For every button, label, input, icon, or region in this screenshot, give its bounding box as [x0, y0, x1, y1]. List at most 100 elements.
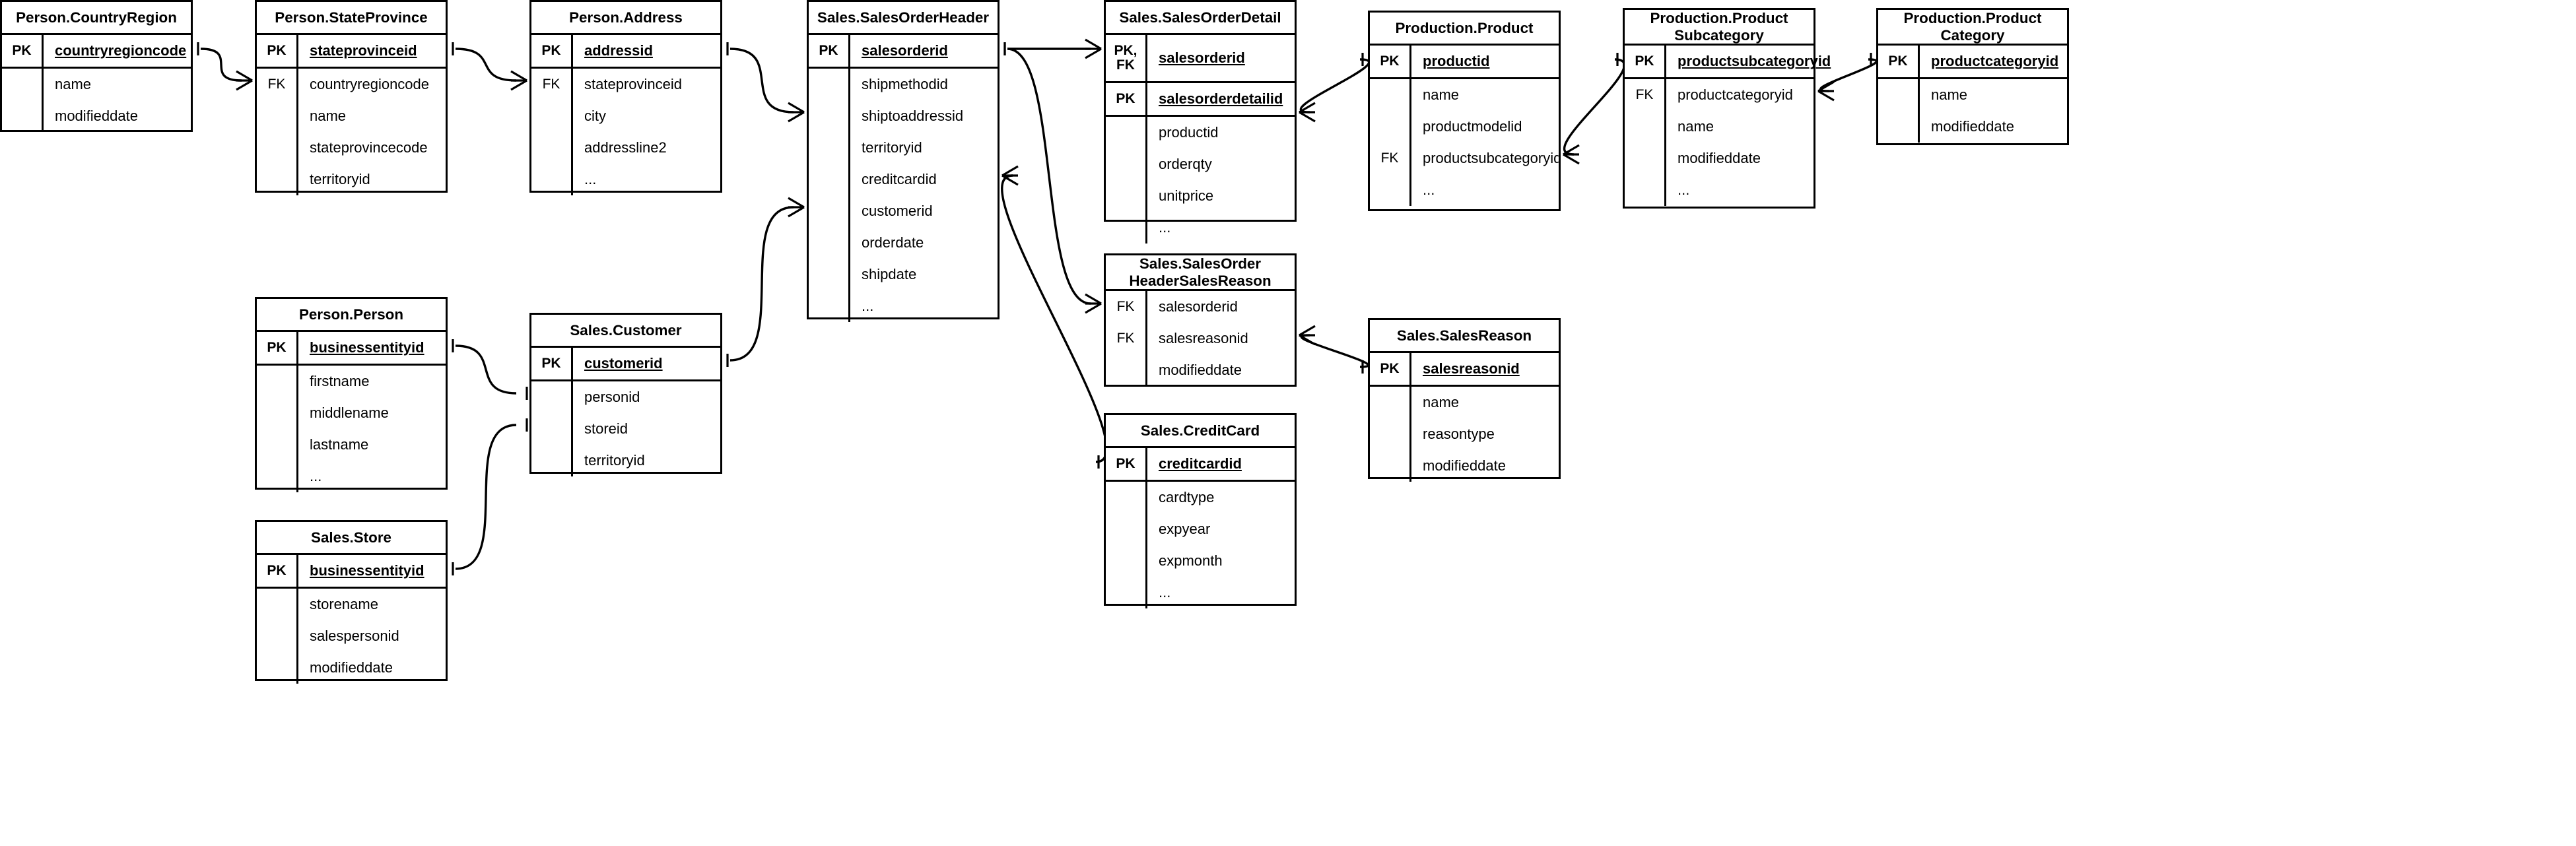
- attribute-row[interactable]: orderdate: [809, 227, 998, 259]
- attribute-row[interactable]: name: [1625, 111, 1813, 143]
- attribute-row[interactable]: modifieddate: [1625, 143, 1813, 174]
- attribute-row[interactable]: territoryid: [809, 132, 998, 164]
- attribute-row[interactable]: name: [1878, 79, 2067, 111]
- attribute-row[interactable]: ...: [1106, 212, 1295, 244]
- attribute-row[interactable]: salespersonid: [257, 620, 446, 652]
- attribute-key-label: [809, 290, 848, 322]
- attribute-row[interactable]: ...: [257, 461, 446, 492]
- attribute-row[interactable]: modifieddate: [2, 100, 191, 132]
- attribute-row[interactable]: expyear: [1106, 513, 1295, 545]
- attribute-row[interactable]: productmodelid: [1370, 111, 1559, 143]
- attribute-row[interactable]: territoryid: [257, 164, 446, 195]
- attribute-row[interactable]: orderqty: [1106, 148, 1295, 180]
- attribute-row[interactable]: unitprice: [1106, 180, 1295, 212]
- attribute-row[interactable]: personid: [531, 381, 720, 413]
- attribute-row[interactable]: storeid: [531, 413, 720, 445]
- attribute-row[interactable]: city: [531, 100, 720, 132]
- attribute-row[interactable]: productid: [1106, 117, 1295, 148]
- attribute-key-label: [1106, 545, 1145, 577]
- attribute-row[interactable]: shiptoaddressid: [809, 100, 998, 132]
- attribute-name: storeid: [571, 413, 720, 445]
- attribute-row[interactable]: ...: [1106, 577, 1295, 608]
- attribute-row[interactable]: name: [1370, 79, 1559, 111]
- attribute-name: modifieddate: [42, 100, 191, 132]
- attribute-key-label: [1106, 117, 1145, 148]
- attribute-row[interactable]: modifieddate: [1370, 450, 1559, 482]
- attribute-row[interactable]: middlename: [257, 397, 446, 429]
- attribute-row[interactable]: expmonth: [1106, 545, 1295, 577]
- attribute-row[interactable]: ...: [1625, 174, 1813, 206]
- attribute-row[interactable]: creditcardid: [809, 164, 998, 195]
- attribute-name: lastname: [296, 429, 446, 461]
- attribute-row[interactable]: addressline2: [531, 132, 720, 164]
- attribute-name: name: [296, 100, 446, 132]
- attribute-row[interactable]: shipmethodid: [809, 69, 998, 100]
- attribute-key-label: [809, 195, 848, 227]
- attribute-row[interactable]: stateprovincecode: [257, 132, 446, 164]
- attribute-name: personid: [571, 381, 720, 413]
- attribute-name: orderdate: [848, 227, 998, 259]
- attribute-row[interactable]: modifieddate: [257, 652, 446, 684]
- attribute-row[interactable]: reasontype: [1370, 418, 1559, 450]
- attribute-row[interactable]: territoryid: [531, 445, 720, 476]
- attribute-row[interactable]: firstname: [257, 366, 446, 397]
- attribute-row[interactable]: customerid: [809, 195, 998, 227]
- attribute-row[interactable]: shipdate: [809, 259, 998, 290]
- attribute-row[interactable]: ...: [531, 164, 720, 195]
- attribute-row[interactable]: name: [257, 100, 446, 132]
- attribute-row[interactable]: storename: [257, 589, 446, 620]
- attribute-name: ...: [1409, 174, 1559, 206]
- attribute-name: cardtype: [1145, 482, 1295, 513]
- attribute-row[interactable]: modifieddate: [1878, 111, 2067, 143]
- attribute-name: ...: [571, 164, 720, 195]
- attribute-row[interactable]: cardtype: [1106, 482, 1295, 513]
- attribute-row[interactable]: ...: [809, 290, 998, 322]
- attribute-row[interactable]: ...: [1370, 174, 1559, 206]
- attribute-name: unitprice: [1145, 180, 1295, 212]
- attribute-row[interactable]: name: [1370, 387, 1559, 418]
- attribute-row[interactable]: lastname: [257, 429, 446, 461]
- attribute-row[interactable]: name: [2, 69, 191, 100]
- entity-title: Production.Product: [1370, 13, 1559, 46]
- attribute-name: countryregioncode: [296, 69, 446, 100]
- attribute-name: ...: [1145, 577, 1295, 608]
- attribute-row[interactable]: modifieddate: [1106, 354, 1295, 386]
